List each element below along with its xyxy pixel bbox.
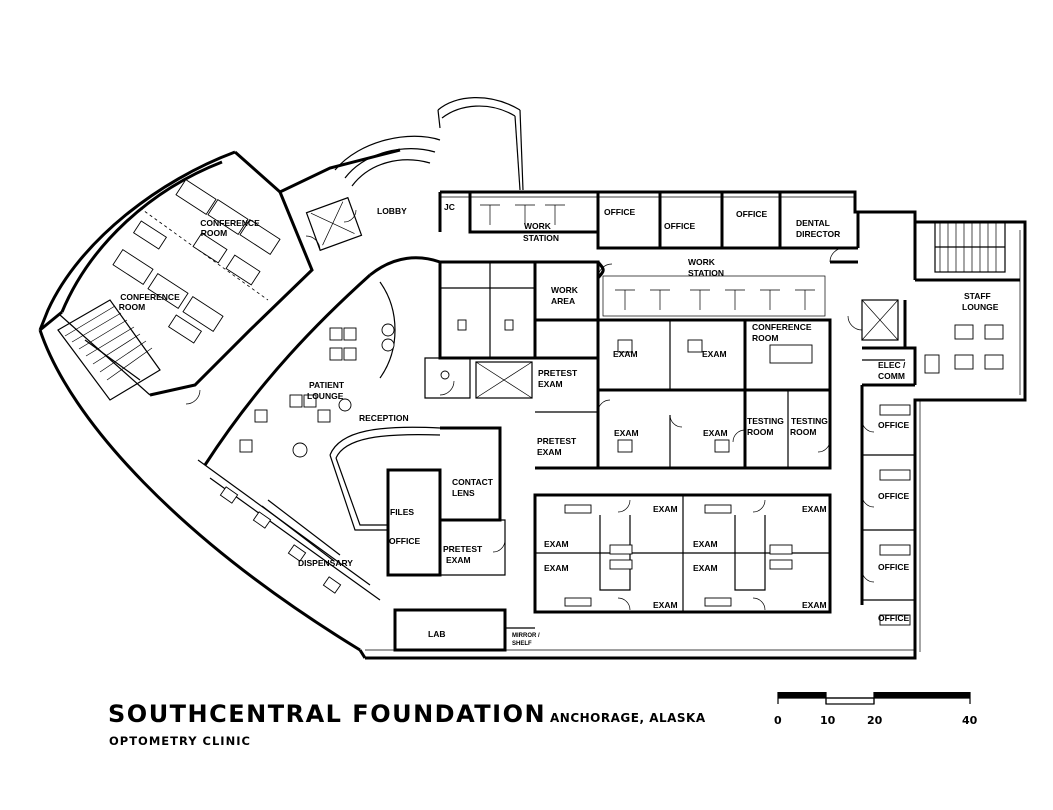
exam-4-label: EXAM	[703, 428, 728, 438]
office-8-label: OFFICE	[878, 613, 909, 623]
scale-bar	[777, 692, 971, 705]
office-7-label: OFFICE	[878, 562, 909, 572]
location-label: ANCHORAGE, ALASKA	[550, 711, 706, 725]
scale-tick-0: 0	[774, 714, 782, 727]
office-5-label: OFFICE	[878, 491, 909, 501]
office-3-label: OFFICE	[736, 209, 767, 219]
furniture	[112, 179, 1004, 626]
exam-5-label: EXAM	[653, 504, 678, 514]
stairs	[57, 196, 1006, 401]
page-title: SOUTHCENTRAL FOUNDATION	[108, 700, 547, 728]
office-2-label: OFFICE	[664, 221, 695, 231]
exam-1-label: EXAM	[613, 349, 638, 359]
mirror-shelf-label: MIRROR /SHELF	[512, 633, 540, 647]
lab-label: LAB	[428, 629, 445, 639]
exam-11-label: EXAM	[653, 600, 678, 610]
scale-tick-10: 10	[820, 714, 836, 727]
exam-10-label: EXAM	[693, 563, 718, 573]
exam-9-label: EXAM	[544, 563, 569, 573]
files-label: FILES	[390, 507, 414, 517]
clinic-subtitle: OPTOMETRY CLINIC	[109, 734, 251, 748]
dispensary-label: DISPENSARY	[298, 558, 353, 568]
office-1-label: OFFICE	[604, 207, 635, 217]
scale-tick-20: 20	[867, 714, 883, 727]
exam-12-label: EXAM	[802, 600, 827, 610]
elec-comm-label: ELEC /COMM	[878, 360, 906, 381]
reception-label: RECEPTION	[359, 413, 409, 423]
office-4-label: OFFICE	[878, 420, 909, 430]
exam-7-label: EXAM	[544, 539, 569, 549]
interior-walls	[59, 191, 1020, 652]
jc-label: JC	[444, 202, 455, 212]
exam-2-label: EXAM	[702, 349, 727, 359]
exam-8-label: EXAM	[693, 539, 718, 549]
exam-3-label: EXAM	[614, 428, 639, 438]
exam-6-label: EXAM	[802, 504, 827, 514]
door-swings	[185, 209, 875, 611]
office-6-label: OFFICE	[389, 536, 420, 546]
lobby-label: LOBBY	[377, 206, 407, 216]
scale-tick-40: 40	[962, 714, 978, 727]
